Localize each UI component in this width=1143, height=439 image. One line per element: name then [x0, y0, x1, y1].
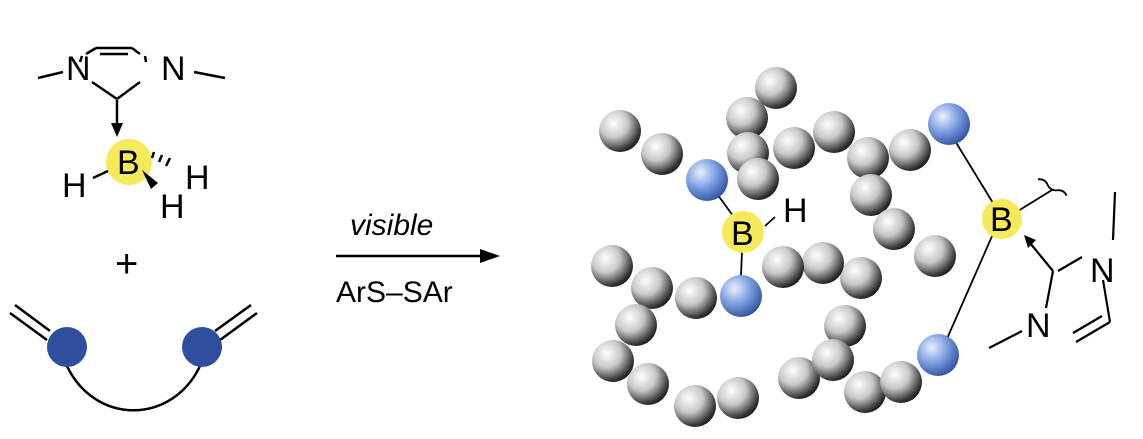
polymer-bead: [840, 257, 882, 299]
polymer-bead: [914, 235, 956, 277]
polymer-bead: [802, 242, 844, 284]
monomer-bead-right: [182, 327, 222, 367]
methyl-bond: [37, 70, 64, 80]
polymer-bead: [889, 129, 931, 171]
ring-bond: [78, 55, 84, 63]
crosslink-bead: [917, 334, 959, 376]
polymer-bead: [675, 277, 717, 319]
polymer-bead: [762, 246, 804, 288]
polymer-bead: [812, 339, 854, 381]
ring-bond: [85, 46, 97, 56]
polymer-bead: [850, 174, 892, 216]
dative-arrowhead: [111, 123, 123, 137]
polymer-bead: [755, 67, 797, 109]
hydride-bottom: H: [160, 188, 185, 226]
reactant-boron: B: [117, 144, 140, 182]
product-nhc-bottom-n: N: [1026, 307, 1051, 345]
network-boron-center: B: [731, 215, 754, 253]
crosslink-beads: [686, 103, 970, 376]
polymer-bead: [726, 97, 768, 139]
ring-bond: [131, 47, 141, 55]
reaction-arrow-head: [480, 249, 500, 263]
diene-crosslinker: [9, 303, 258, 412]
condition-disulfide: ArS–SAr: [336, 276, 453, 309]
boron-center-highlight: [722, 211, 764, 253]
nhc-left-nitrogen: N: [66, 50, 91, 88]
condition-visible-light: visible: [350, 209, 433, 242]
polymer-bead: [773, 127, 815, 169]
crosslink-bead: [720, 275, 762, 317]
polymer-bead: [592, 340, 634, 382]
network-boron-hydride: H: [783, 192, 808, 230]
crosslink-bead: [686, 159, 728, 201]
boron-highlight: [106, 139, 152, 185]
polymer-bead: [847, 137, 889, 179]
polymer-bead: [844, 371, 886, 413]
product-nhc: [988, 191, 1117, 349]
polymer-bead: [824, 305, 866, 347]
hydride-right: H: [185, 159, 210, 197]
nhc-borane-reactant: [37, 46, 226, 126]
methyl-bond: [193, 70, 226, 80]
polymer-bead: [880, 361, 922, 403]
polymer-bead: [717, 377, 759, 419]
bh3-bonds: [92, 151, 172, 189]
polymer-bead: [813, 111, 855, 153]
polymer-bead: [599, 110, 641, 152]
crosslink-bead: [928, 103, 970, 145]
ring-bond: [91, 80, 118, 101]
ring-bond: [143, 55, 148, 63]
ring-bond: [116, 80, 141, 101]
product-nhc-top-n: N: [1090, 252, 1115, 290]
polymer-bead: [778, 357, 820, 399]
plus-sign: +: [115, 242, 138, 286]
monomer-bead-left: [47, 327, 87, 367]
polymer-bead: [674, 385, 716, 427]
nhc-right-nitrogen: N: [161, 50, 186, 88]
polymer-bead: [615, 304, 657, 346]
polymer-bead: [737, 158, 779, 200]
boron-right-highlight: [982, 199, 1022, 239]
polymer-bead: [641, 133, 683, 175]
polymer-bead: [627, 363, 669, 405]
polymer-bead: [591, 245, 633, 287]
polymer-bead: [873, 208, 915, 250]
polymer-beads: [591, 67, 956, 427]
product-dative-arrowhead: [1024, 235, 1036, 248]
network-boron-nhc: B: [990, 201, 1013, 239]
hydride-left: H: [62, 167, 87, 205]
polymer-bead: [631, 267, 673, 309]
